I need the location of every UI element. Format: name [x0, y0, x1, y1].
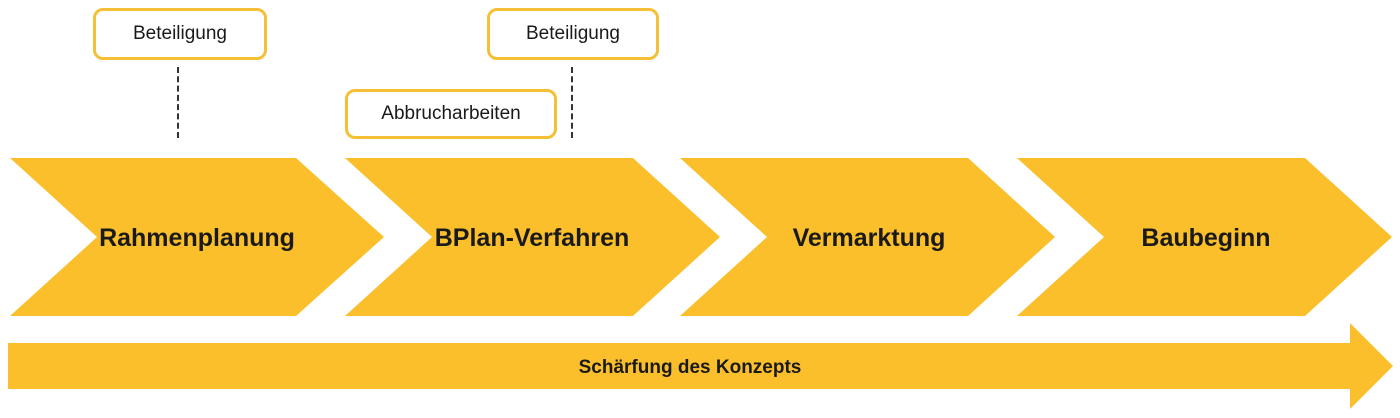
concept-arrow-shape	[8, 323, 1393, 409]
phase-chevron-shape	[1017, 158, 1392, 316]
phase-chevron-shape	[345, 158, 720, 316]
callout-connector-beteiligung-2	[571, 67, 573, 138]
concept-arrow-band: Schärfung des Konzepts	[8, 323, 1393, 409]
phase-label-vermarktung: Vermarktung	[793, 224, 946, 252]
phase-chevron-vermarktung: Vermarktung	[680, 158, 1055, 316]
callout-connector-beteiligung-1	[177, 67, 179, 138]
phase-chevron-rahmenplanung: Rahmenplanung	[10, 158, 384, 316]
callout-beteiligung-1: Beteiligung	[93, 8, 267, 60]
phase-label-bplan-verfahren: BPlan-Verfahren	[435, 224, 630, 252]
phase-chevron-shape	[680, 158, 1055, 316]
phase-chevron-baubeginn: Baubeginn	[1017, 158, 1392, 316]
callout-beteiligung-2: Beteiligung	[487, 8, 659, 60]
phase-label-rahmenplanung: Rahmenplanung	[99, 224, 295, 252]
phase-chevron-bplan-verfahren: BPlan-Verfahren	[345, 158, 720, 316]
concept-arrow-label: Schärfung des Konzepts	[579, 357, 802, 378]
phase-label-baubeginn: Baubeginn	[1141, 224, 1270, 252]
callout-abbrucharbeiten: Abbrucharbeiten	[345, 89, 557, 139]
phase-chevron-shape	[10, 158, 384, 316]
